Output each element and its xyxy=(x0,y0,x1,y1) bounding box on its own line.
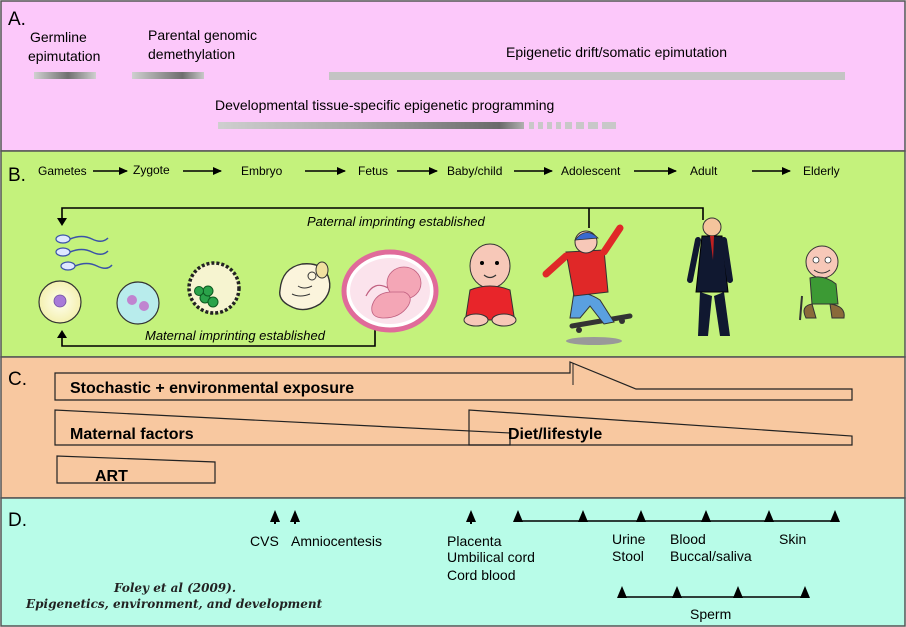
art-label: ART xyxy=(95,468,128,485)
panel-d-letter: D. xyxy=(8,510,27,531)
sampling-arrows xyxy=(270,510,840,598)
adult-illustration xyxy=(687,217,733,336)
citation-line1: Foley et al (2009). xyxy=(113,581,236,595)
paternal-arrowhead xyxy=(57,218,67,226)
panel-b xyxy=(0,150,906,358)
developmental-label: Developmental tissue-specific epigenetic… xyxy=(215,97,554,113)
fetus-illustration xyxy=(341,249,439,333)
placenta-label: Placenta xyxy=(447,533,502,549)
embryo-illustration xyxy=(279,261,331,311)
developmental-bar xyxy=(218,122,524,129)
stage-elderly: Elderly xyxy=(803,164,840,178)
panel-b-letter: B. xyxy=(8,165,26,186)
stage-zygote: Zygote xyxy=(133,163,170,177)
panel-a-letter: A. xyxy=(8,9,26,30)
diet-lifestyle-label: Diet/lifestyle xyxy=(508,426,602,443)
egg-illustration xyxy=(38,280,82,324)
maternal-arrowhead xyxy=(57,330,67,338)
parental-bar xyxy=(132,72,204,79)
drift-bar xyxy=(329,72,845,80)
stage-adult: Adult xyxy=(690,164,718,178)
stochastic-label: Stochastic + environmental exposure xyxy=(70,380,354,397)
stochastic-shape xyxy=(54,361,853,401)
urine-label: Urine xyxy=(612,531,646,547)
parental-label-line1: Parental genomic xyxy=(148,27,257,43)
amnio-label: Amniocentesis xyxy=(291,533,382,549)
sperm-label: Sperm xyxy=(690,606,731,622)
elderly-illustration xyxy=(799,245,845,321)
maternal-label: Maternal imprinting established xyxy=(145,328,326,343)
sperm-illustration xyxy=(55,234,113,271)
paternal-bracket xyxy=(61,207,704,220)
panel-d xyxy=(0,497,906,627)
stage-adolescent: Adolescent xyxy=(561,164,621,178)
developmental-bar-dashed xyxy=(529,122,616,129)
panel-c-letter: C. xyxy=(8,369,27,390)
cvs-label: CVS xyxy=(250,533,279,549)
citation-line2: Epigenetics, environment, and developmen… xyxy=(25,597,323,611)
adolescent-skater-illustration xyxy=(542,224,633,345)
parental-label-line2: demethylation xyxy=(148,46,235,62)
germline-label-line1: Germline xyxy=(30,29,87,45)
stage-fetus: Fetus xyxy=(358,164,388,178)
cord-blood-label: Cord blood xyxy=(447,567,516,583)
skin-label: Skin xyxy=(779,531,806,547)
diet-lifestyle-shape xyxy=(468,409,853,446)
blood-label: Blood xyxy=(670,531,706,547)
panel-c xyxy=(0,356,906,499)
drift-label: Epigenetic drift/somatic epimutation xyxy=(506,44,727,60)
stage-gametes: Gametes xyxy=(38,164,87,178)
buccal-label: Buccal/saliva xyxy=(670,548,752,564)
stage-embryo: Embryo xyxy=(241,164,283,178)
stool-label: Stool xyxy=(612,548,644,564)
germline-label-line2: epimutation xyxy=(28,48,100,64)
art-shape xyxy=(56,455,216,484)
paternal-label: Paternal imprinting established xyxy=(307,214,486,229)
zygote-illustration xyxy=(116,281,160,325)
umbilical-label: Umbilical cord xyxy=(447,549,535,565)
stage-baby-child: Baby/child xyxy=(447,164,502,178)
baby-illustration xyxy=(463,243,517,327)
maternal-bracket xyxy=(61,330,376,347)
blastocyst-illustration xyxy=(187,261,241,315)
germline-bar xyxy=(34,72,96,79)
maternal-factors-label: Maternal factors xyxy=(70,426,194,443)
